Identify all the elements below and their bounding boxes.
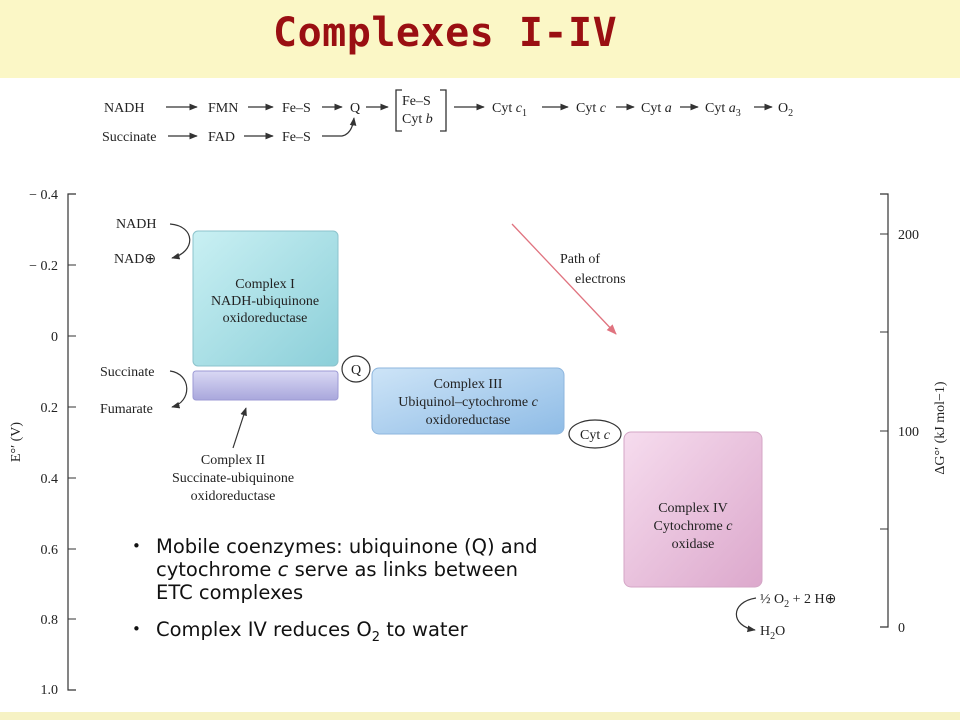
etc-diagram: NADH FMN Fe–S Q Succinate FAD Fe–S Fe–S … bbox=[9, 89, 948, 698]
complex-3-name: Ubiquinol–cytochrome c bbox=[398, 395, 538, 410]
pathway-nadh: NADH bbox=[104, 101, 144, 116]
bullet-item-2: • Complex IV reduces O2 to water bbox=[132, 618, 552, 649]
complex-1-type: oxidoreductase bbox=[223, 311, 308, 326]
bullet-item-1: • Mobile coenzymes: ubiquinone (Q) and c… bbox=[132, 535, 552, 604]
pathway-scheme: NADH FMN Fe–S Q Succinate FAD Fe–S Fe–S … bbox=[102, 89, 793, 145]
left-tick-3: 0 bbox=[51, 330, 58, 345]
complex-3-type: oxidoreductase bbox=[426, 413, 511, 428]
electron-path: Path of electrons bbox=[511, 223, 626, 335]
complex-4-name: Cytochrome c bbox=[654, 519, 734, 534]
slide-title: Complexes I-IV bbox=[273, 10, 618, 56]
complex-3: Complex III Ubiquinol–cytochrome c oxido… bbox=[371, 367, 565, 435]
pathway-fmn: FMN bbox=[208, 101, 238, 116]
left-tick-2: − 0.2 bbox=[29, 259, 58, 274]
bullet-text-1: Mobile coenzymes: ubiquinone (Q) and cyt… bbox=[156, 535, 538, 604]
q-label: Q bbox=[351, 363, 361, 378]
left-tick-8: 1.0 bbox=[41, 683, 59, 698]
cytc-label: Cyt c bbox=[580, 428, 611, 443]
complex-2-name: Succinate-ubiquinone bbox=[172, 471, 294, 486]
o2-reactant-label: ½ O2 + 2 H⊕ bbox=[760, 592, 836, 610]
left-axis-label: E°′ (V) bbox=[9, 422, 24, 462]
left-tick-7: 0.8 bbox=[41, 613, 59, 628]
complex-1-name: NADH-ubiquinone bbox=[211, 294, 319, 309]
complex-4-title: Complex IV bbox=[658, 501, 728, 516]
right-axis-label: ΔG°′ (kJ mol−1) bbox=[933, 381, 948, 475]
nadh-label: NADH bbox=[116, 217, 156, 232]
path-label-1: Path of bbox=[560, 252, 600, 267]
succinate-label: Succinate bbox=[100, 365, 154, 380]
title-bar: Complexes I-IV bbox=[0, 0, 960, 78]
pathway-cyt-c1: Cyt c1 bbox=[492, 101, 527, 119]
fumarate-label: Fumarate bbox=[100, 402, 153, 417]
complex-3-title: Complex III bbox=[434, 377, 503, 392]
pathway-o2: O2 bbox=[778, 101, 793, 119]
right-tick-3: 0 bbox=[898, 621, 905, 636]
right-tick-2: 100 bbox=[898, 425, 919, 440]
pathway-fes-2: Fe–S bbox=[282, 130, 311, 145]
complex-2: Succinate Fumarate Complex II Succinate-… bbox=[100, 365, 339, 504]
water-label: H2O bbox=[760, 624, 785, 642]
pathway-cyt-c: Cyt c bbox=[576, 101, 607, 116]
pathway-cyt-a3: Cyt a3 bbox=[705, 101, 741, 119]
complex-1: Complex I NADH-ubiquinone oxidoreductase… bbox=[114, 217, 339, 367]
pathway-bracket-cytb: Cyt b bbox=[402, 112, 433, 127]
bullet-dot-icon: • bbox=[132, 537, 141, 555]
right-tick-1: 200 bbox=[898, 228, 919, 243]
q-coenzyme: Q bbox=[341, 355, 371, 383]
bottom-strip bbox=[0, 712, 960, 720]
left-tick-6: 0.6 bbox=[41, 543, 59, 558]
complex-1-title: Complex I bbox=[235, 277, 295, 292]
nad-label: NAD⊕ bbox=[114, 252, 156, 267]
left-tick-1: − 0.4 bbox=[29, 188, 58, 203]
bullet-list: • Mobile coenzymes: ubiquinone (Q) and c… bbox=[132, 535, 552, 663]
left-tick-5: 0.4 bbox=[41, 472, 59, 487]
complex-2-type: oxidoreductase bbox=[191, 489, 276, 504]
pathway-cyt-a: Cyt a bbox=[641, 101, 672, 116]
left-tick-4: 0.2 bbox=[41, 401, 59, 416]
left-axis: − 0.4 − 0.2 0 0.2 0.4 0.6 0.8 1.0 E°′ (V… bbox=[9, 188, 76, 698]
cytc-coenzyme: Cyt c bbox=[568, 419, 622, 449]
pathway-q: Q bbox=[350, 101, 360, 116]
complex-4: Complex IV Cytochrome c oxidase ½ O2 + 2… bbox=[623, 431, 836, 642]
bullet-dot-icon: • bbox=[132, 620, 141, 638]
pathway-bracket-fes: Fe–S bbox=[402, 94, 431, 109]
bullet-text-2: Complex IV reduces O2 to water bbox=[156, 618, 468, 645]
complex-4-type: oxidase bbox=[672, 537, 715, 552]
path-label-2: electrons bbox=[575, 272, 626, 287]
complex-2-title: Complex II bbox=[201, 453, 265, 468]
right-axis: 200 100 0 ΔG°′ (kJ mol−1) bbox=[880, 193, 948, 636]
pathway-fad: FAD bbox=[208, 130, 235, 145]
pathway-fes-1: Fe–S bbox=[282, 101, 311, 116]
pathway-succinate: Succinate bbox=[102, 130, 156, 145]
